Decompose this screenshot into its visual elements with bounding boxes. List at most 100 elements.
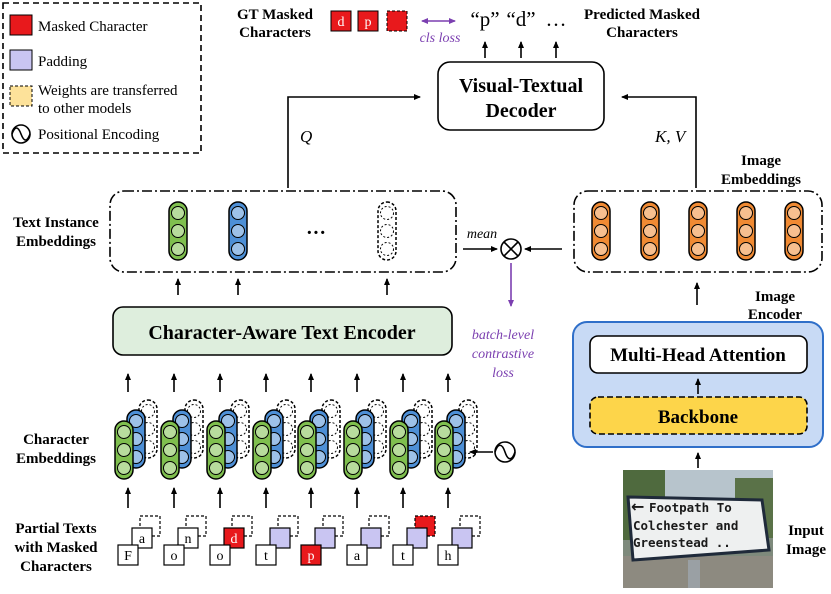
pred-char-d: “d” <box>506 7 535 31</box>
gt-char-padding <box>386 10 408 32</box>
pred-label-2: Characters <box>606 25 678 41</box>
svg-text:p: p <box>365 15 372 30</box>
legend-padding-swatch <box>9 49 33 71</box>
char-embedding-stack <box>206 399 250 480</box>
image-embedding-pill <box>736 201 756 261</box>
text-instance-box <box>109 190 457 273</box>
image-embeddings-label-2: Embeddings <box>721 172 801 188</box>
char-box: d <box>223 527 245 549</box>
svg-text:Backbone: Backbone <box>658 407 738 428</box>
green-pill <box>434 420 454 480</box>
partial-texts-label-3: Characters <box>20 559 92 575</box>
cls-loss-label: cls loss <box>420 31 461 46</box>
backbone: Backbone <box>589 396 808 435</box>
input-image-label-1: Input <box>788 523 824 539</box>
char-embedding-stack <box>434 399 478 480</box>
gt-label-2: Characters <box>239 25 311 41</box>
green-pill <box>343 420 363 480</box>
svg-text:Multi-Head Attention: Multi-Head Attention <box>610 345 786 366</box>
char-embedding-stack <box>389 399 433 480</box>
svg-text:h: h <box>445 549 452 564</box>
character-embeddings <box>114 399 478 480</box>
svg-text:Decoder: Decoder <box>485 100 556 122</box>
q-label: Q <box>300 127 312 146</box>
kv-label: K, V <box>654 127 688 146</box>
legend-masked-label: Masked Character <box>38 19 148 35</box>
batch-loss-1: batch-level <box>472 328 534 343</box>
text-instance-dots: ··· <box>306 222 326 244</box>
green-pill <box>297 420 317 480</box>
green-pill <box>160 420 180 480</box>
sign-text-1: Footpath To <box>649 500 732 515</box>
image-encoder-label-1: Image <box>755 289 795 305</box>
char-embedding-stack <box>114 399 158 480</box>
legend-positional-encoding-icon <box>11 124 31 144</box>
green-pill <box>252 420 272 480</box>
legend: Masked Character Padding Weights are tra… <box>2 2 202 154</box>
svg-text:d: d <box>231 532 238 547</box>
batch-loss-2: contrastive <box>472 347 534 362</box>
legend-weights-label-1: Weights are transferred <box>38 83 178 99</box>
legend-weights-swatch <box>9 85 33 107</box>
gt-char-d: d <box>330 10 352 32</box>
svg-text:t: t <box>264 549 268 564</box>
char-box: t <box>392 544 414 566</box>
pred-ellipsis: … <box>546 7 567 31</box>
char-box <box>451 527 473 549</box>
svg-text:a: a <box>354 549 361 564</box>
sign-text-2: Colchester and <box>633 518 738 533</box>
char-box: o <box>163 544 185 566</box>
char-box: F <box>117 544 139 566</box>
char-box <box>360 527 382 549</box>
visual-textual-decoder: Visual-Textual Decoder <box>437 61 605 131</box>
svg-text:Character-Aware Text Encoder: Character-Aware Text Encoder <box>148 322 415 344</box>
multi-head-attention: Multi-Head Attention <box>589 335 808 374</box>
gt-char-p: p <box>357 10 379 32</box>
char-embedding-stack <box>252 399 296 480</box>
green-pill <box>114 420 134 480</box>
svg-text:F: F <box>124 549 132 564</box>
partial-texts-label-1: Partial Texts <box>15 521 96 537</box>
char-box <box>269 527 291 549</box>
char-embedding-stack <box>343 399 387 480</box>
text-instance-embedding-green <box>168 201 188 261</box>
legend-weights-label-2: to other models <box>38 101 131 117</box>
char-box: a <box>131 527 153 549</box>
char-box <box>406 527 428 549</box>
svg-text:n: n <box>185 532 192 547</box>
char-box: h <box>437 544 459 566</box>
partial-texts-label-2: with Masked <box>15 540 99 556</box>
green-pill <box>206 420 226 480</box>
image-embedding-pill <box>640 201 660 261</box>
svg-text:a: a <box>139 532 146 547</box>
sign-text-3: Greenstead .. <box>633 535 731 550</box>
text-instance-label-1: Text Instance <box>13 215 99 231</box>
mean-label: mean <box>467 227 497 242</box>
input-image: Footpath To ← Colchester and Greenstead … <box>623 470 773 588</box>
image-embedding-pill <box>591 201 611 261</box>
svg-text:o: o <box>171 549 178 564</box>
encoder-input-arrows <box>125 373 451 392</box>
svg-text:d: d <box>338 15 345 30</box>
char-embeddings-label-2: Embeddings <box>16 451 96 467</box>
char-box: a <box>346 544 368 566</box>
char-embedding-stack <box>160 399 204 480</box>
image-encoder-label-2: Encoder <box>748 307 803 323</box>
image-embeddings-label-1: Image <box>741 153 781 169</box>
green-pill <box>389 420 409 480</box>
image-embedding-pill <box>688 201 708 261</box>
embedding-input-arrows <box>125 487 451 508</box>
batch-loss-3: loss <box>492 366 514 381</box>
char-embeddings-label-1: Character <box>23 432 89 448</box>
pred-label-1: Predicted Masked <box>584 7 701 23</box>
char-box: n <box>177 527 199 549</box>
text-instance-embedding-blue <box>228 201 248 261</box>
image-embeddings-box <box>573 190 823 273</box>
svg-text:t: t <box>401 549 405 564</box>
positional-encoding-icon <box>494 441 516 463</box>
embedding-pill <box>377 201 397 261</box>
char-box: o <box>209 544 231 566</box>
dot-product-operator <box>500 238 522 260</box>
